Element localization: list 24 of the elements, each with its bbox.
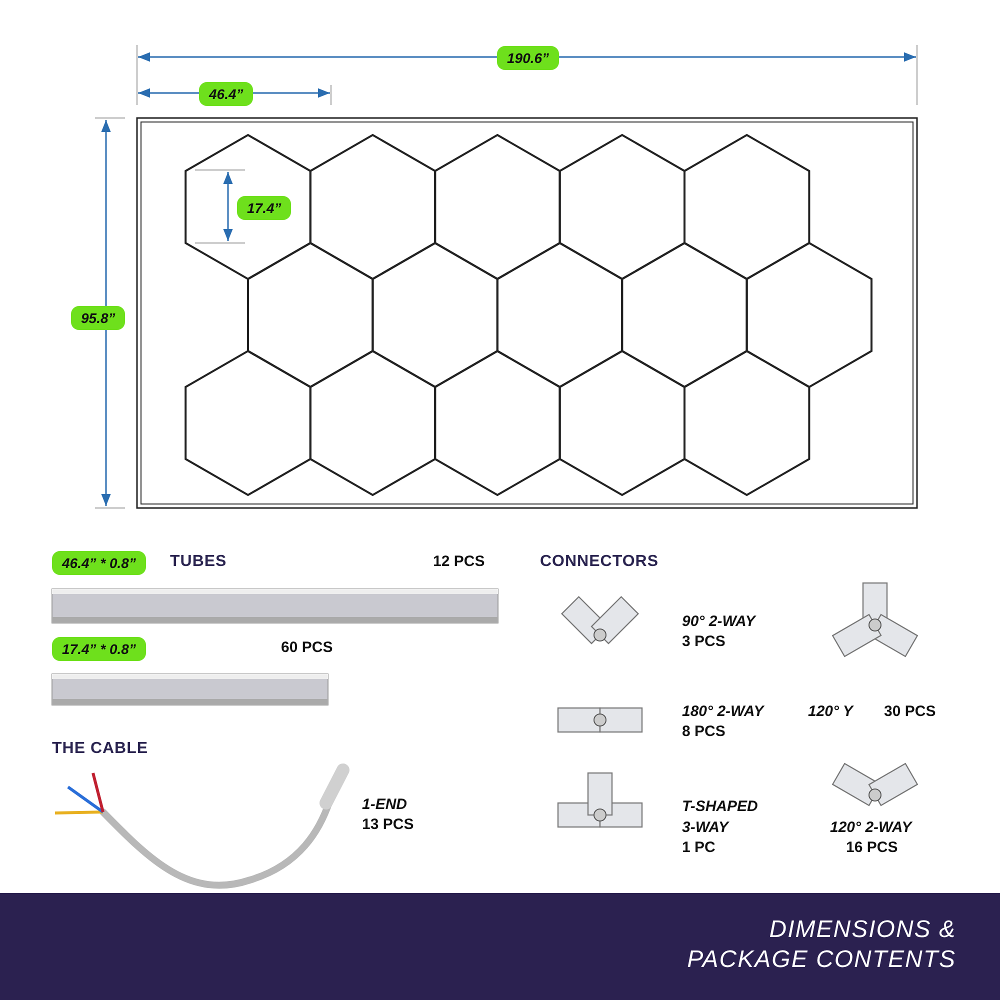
dimension-label: 46.4” xyxy=(199,82,254,106)
section-heading: THE CABLE xyxy=(52,739,148,759)
quantity-text: 1 PC xyxy=(682,838,716,858)
dimension-label: 95.8” xyxy=(71,306,126,330)
quantity-text: 12 PCS xyxy=(433,552,485,572)
item-name: 120° Y xyxy=(808,702,853,722)
item-name: 120° 2-WAY xyxy=(830,818,912,838)
section-heading: CONNECTORS xyxy=(540,552,658,572)
quantity-text: 8 PCS xyxy=(682,722,726,742)
quantity-text: 3 PCS xyxy=(682,632,726,652)
item-name: 90° 2-WAY xyxy=(682,612,756,632)
quantity-text: 30 PCS xyxy=(884,702,936,722)
quantity-text: 13 PCS xyxy=(362,815,414,835)
quantity-text: 16 PCS xyxy=(846,838,898,858)
dimension-label: 17.4” xyxy=(237,196,292,220)
dimension-label: 190.6” xyxy=(497,46,560,70)
item-name: T-SHAPED 3-WAY xyxy=(682,797,759,838)
quantity-text: 60 PCS xyxy=(281,638,333,658)
item-name: 1-END xyxy=(362,795,408,815)
page-title: DIMENSIONS & PACKAGE CONTENTS xyxy=(686,915,956,975)
item-name: 180° 2-WAY xyxy=(682,702,764,722)
section-heading: TUBES xyxy=(170,552,227,572)
dimension-label: 46.4” * 0.8” xyxy=(52,551,146,575)
dimension-label: 17.4” * 0.8” xyxy=(52,637,146,661)
